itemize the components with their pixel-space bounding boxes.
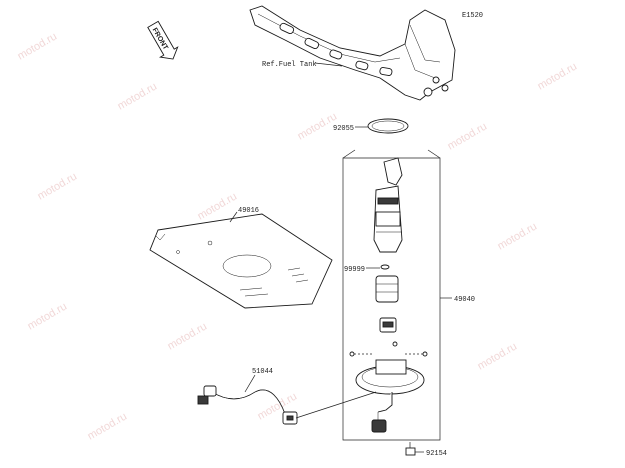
watermark: motod.ru — [446, 120, 490, 152]
watermark: motod.ru — [496, 220, 540, 252]
watermark: motod.ru — [36, 170, 80, 202]
fuel-tank — [249, 5, 456, 101]
watermark: motod.ru — [86, 410, 130, 442]
diagram-code: E1520 — [462, 12, 483, 20]
part-label-99999: 99999 — [344, 266, 365, 274]
part-label-49040: 49040 — [454, 296, 475, 304]
front-badge: FRONT — [147, 20, 179, 60]
watermark: motod.ru — [116, 80, 160, 112]
watermark-layer: motod.ru motod.ru motod.ru motod.ru moto… — [16, 30, 580, 442]
ref-fuel-tank-label: Ref.Fuel Tank — [262, 61, 317, 69]
mounting-screws — [349, 341, 428, 357]
pump-flange — [355, 359, 425, 433]
part-label-49016: 49016 — [238, 207, 259, 215]
pressure-regulator — [379, 317, 397, 333]
front-arrow-icon — [147, 20, 179, 60]
harness-51044 — [197, 385, 298, 425]
watermark: motod.ru — [476, 340, 520, 372]
fuel-filter-99999 — [375, 264, 399, 303]
watermark: motod.ru — [26, 300, 70, 332]
watermark: motod.ru — [536, 60, 580, 92]
assembly-box-49040 — [342, 149, 441, 441]
watermark: motod.ru — [16, 30, 60, 62]
bolt-92154 — [405, 442, 416, 456]
fuel-pump-upper — [373, 157, 403, 253]
gasket-92055 — [367, 118, 409, 134]
part-label-51044: 51044 — [252, 368, 273, 376]
part-label-92154: 92154 — [426, 450, 447, 458]
watermark: motod.ru — [166, 320, 210, 352]
part-label-92055: 92055 — [333, 125, 354, 133]
cover-plate-49016 — [149, 213, 333, 309]
